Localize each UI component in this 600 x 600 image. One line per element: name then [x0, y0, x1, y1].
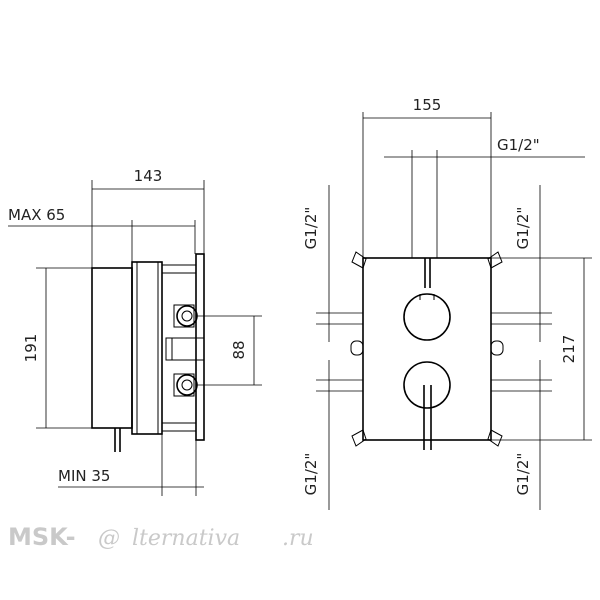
- side-view: 143 MAX 65 191 88 MIN 35: [8, 167, 262, 496]
- left-upper-pipe-dimension: G1/2": [302, 185, 363, 342]
- min-depth-label: MIN 35: [58, 467, 110, 485]
- dimension-88: 88: [197, 315, 262, 386]
- dimension-191: 191: [22, 267, 92, 429]
- front-height-label: 217: [560, 335, 578, 364]
- spacing-label: 88: [230, 340, 248, 359]
- dimension-155: 155: [362, 96, 492, 258]
- watermark-domain: .ru: [282, 526, 314, 551]
- thermostat-knob: [403, 293, 451, 341]
- watermark-logo: MSK- @ lternativa .ru: [8, 523, 314, 551]
- side-flange: [131, 261, 163, 435]
- watermark-prefix: MSK-: [8, 523, 76, 551]
- side-upper-connector: [173, 304, 198, 328]
- diverter-knob: [403, 361, 451, 450]
- side-height-label: 191: [22, 334, 40, 363]
- front-plate: [362, 257, 492, 441]
- side-width-label: 143: [134, 167, 163, 185]
- right-upper-pipe-label: G1/2": [514, 207, 532, 250]
- max-depth-label: MAX 65: [8, 206, 65, 224]
- dimension-min-35: MIN 35: [58, 434, 204, 496]
- side-cartridge: [165, 337, 205, 361]
- dimension-143: 143: [91, 167, 205, 268]
- watermark-at-sign: @: [98, 526, 120, 551]
- front-view: 155 G1/2" G1/2" G1/2" G1/2": [302, 96, 592, 510]
- dimension-max-65: MAX 65: [8, 206, 196, 262]
- right-upper-pipe-dimension: G1/2": [491, 185, 552, 342]
- left-lower-pipe-label: G1/2": [302, 453, 320, 496]
- side-lower-connector: [173, 373, 198, 397]
- top-pipe-label: G1/2": [497, 136, 540, 154]
- watermark-suffix: lternativa: [132, 526, 240, 551]
- right-lower-pipe-dimension: G1/2": [491, 360, 552, 510]
- left-upper-pipe-label: G1/2": [302, 207, 320, 250]
- right-lower-pipe-label: G1/2": [514, 453, 532, 496]
- side-body: [91, 267, 133, 429]
- front-width-label: 155: [413, 96, 442, 114]
- side-cover-plate: [195, 253, 205, 441]
- dimension-top-pipe: G1/2": [384, 136, 585, 258]
- dimension-217: 217: [491, 257, 592, 441]
- left-lower-pipe-dimension: G1/2": [302, 360, 363, 510]
